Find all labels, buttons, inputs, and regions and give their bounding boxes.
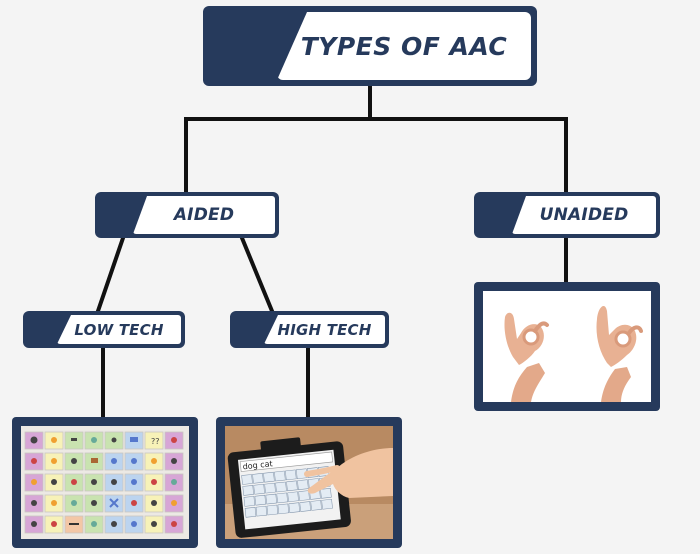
connector-aided-to-lowtech: [95, 235, 126, 314]
high-tech-node: HIGH TECH: [230, 311, 389, 348]
connector-aided-to-hightech: [239, 235, 275, 314]
diagram-title: TYPES OF AAC: [300, 31, 508, 61]
low-tech-label: LOW TECH: [74, 320, 164, 339]
high-tech-label-panel: HIGH TECH: [264, 315, 385, 344]
high-tech-photo-frame: dog cat: [216, 417, 402, 548]
aided-label-panel: AIDED: [133, 196, 275, 234]
title-label-panel: TYPES OF AAC: [277, 12, 531, 80]
communication-board-image: ??: [21, 426, 189, 539]
svg-text:??: ??: [151, 437, 160, 446]
low-tech-photo-frame: ??: [12, 417, 198, 548]
tablet-typed-text: dog cat: [242, 459, 273, 471]
unaided-photo-frame: [474, 282, 660, 411]
title-node: TYPES OF AAC: [203, 6, 537, 86]
low-tech-node: LOW TECH: [23, 311, 185, 348]
unaided-label-panel: UNAIDED: [512, 196, 656, 234]
sign-language-hands-image: [483, 291, 651, 402]
unaided-label: UNAIDED: [539, 205, 629, 225]
tablet-device-image: dog cat: [225, 426, 393, 539]
low-tech-label-panel: LOW TECH: [57, 315, 181, 344]
aided-label: AIDED: [173, 205, 235, 225]
high-tech-label: HIGH TECH: [277, 320, 372, 339]
unaided-node: UNAIDED: [474, 192, 660, 238]
aided-node: AIDED: [95, 192, 279, 238]
